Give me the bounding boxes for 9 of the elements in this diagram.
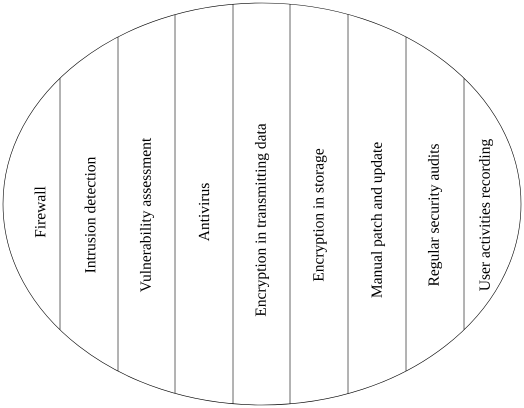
band-label: Encryption in storage <box>313 148 327 282</box>
band-label: Encryption in transmitting data <box>254 124 270 316</box>
band-label: Firewall <box>34 186 46 238</box>
band-label: Antivirus <box>198 183 210 242</box>
band-label: User activities recording <box>478 139 494 291</box>
band-label: Intrusion detection <box>84 156 96 273</box>
band-label: Vulnerability assessment <box>140 138 154 292</box>
band-label: Manual patch and update <box>370 142 386 298</box>
band-label: Regular security audits <box>428 144 442 286</box>
